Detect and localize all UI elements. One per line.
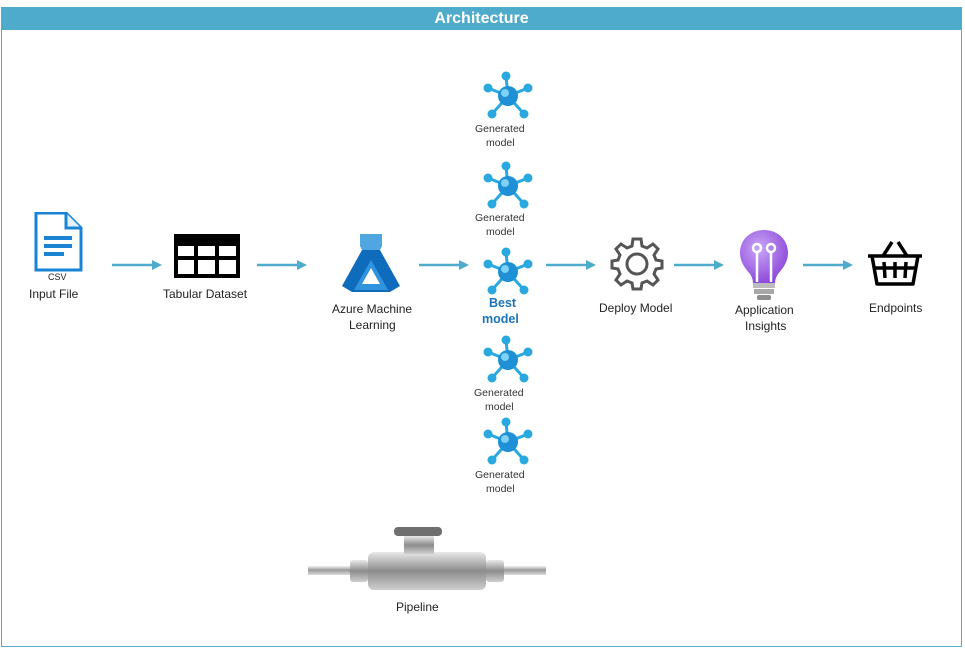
generated-model-label-line1: Generated [475,212,525,224]
pipeline-label: Pipeline [396,600,439,614]
deploy-model-label: Deploy Model [599,301,673,315]
arrow-dataset-to-aml [257,258,309,272]
basket-icon [866,238,924,288]
generated-model-label-line2: model [486,137,515,149]
generated-model-label-line1: Generated [475,469,525,481]
generated-model-icon [482,416,534,468]
best-model-icon [482,246,534,298]
app-insights-label-line1: Application [735,303,794,317]
generated-model-label-line2: model [486,483,515,495]
generated-model-label-line2: model [485,401,514,413]
generated-model-label-line1: Generated [475,123,525,135]
csv-file-icon [32,212,84,272]
app-insights-label-line2: Insights [745,319,787,333]
generated-model-label-line1: Generated [474,387,524,399]
best-model-label-line1: Best [489,296,517,310]
generated-model-label-line2: model [486,226,515,238]
arrow-input-to-dataset [112,258,164,272]
arrow-insights-to-endpoints [803,258,855,272]
arrow-best-model-to-deploy [546,258,598,272]
diagram-title: Architecture [1,7,962,30]
arrow-aml-to-best-model [419,258,471,272]
table-grid-icon [174,234,240,278]
best-model-label-line2: model [482,312,519,326]
generated-model-icon [482,334,534,386]
generated-model-icon [482,160,534,212]
azure-ml-flask-icon [340,232,402,294]
input-file-label: Input File [29,287,79,301]
pipeline-valve-icon [308,526,546,594]
azure-ml-label-line1: Azure Machine [332,302,413,316]
lightbulb-icon [738,228,790,302]
arrow-deploy-to-insights [674,258,726,272]
csv-badge: CSV [48,272,67,282]
tabular-dataset-label: Tabular Dataset [163,287,248,301]
endpoints-label: Endpoints [869,301,923,315]
azure-ml-label-line2: Learning [349,318,396,332]
gear-icon [609,236,665,292]
generated-model-icon [482,70,534,122]
